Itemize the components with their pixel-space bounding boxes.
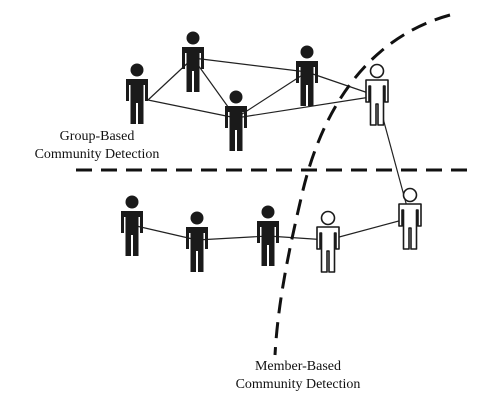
hollow-person-icon — [365, 63, 389, 126]
filled-person-icon — [257, 205, 279, 266]
hollow-person-icon — [316, 210, 340, 273]
member-label-line1: Member-Based — [254, 359, 342, 374]
hollow-person-icon — [398, 187, 422, 250]
group-label-line2: Community Detection — [34, 147, 160, 162]
edge-n1-n3 — [147, 99, 237, 119]
edge-n3-n5 — [235, 95, 378, 119]
filled-person-icon — [182, 31, 204, 92]
group-based-label: Group-Based Community Detection — [22, 128, 172, 164]
edge-n1-n2 — [147, 57, 194, 101]
filled-person-icon — [186, 211, 208, 272]
member-label-line2: Community Detection — [235, 377, 361, 392]
people-nodes — [121, 31, 422, 273]
group-label-line1: Group-Based — [59, 129, 135, 144]
member-boundary-dashed-curve — [273, 13, 451, 356]
member-based-label: Member-Based Community Detection — [218, 358, 378, 394]
filled-person-icon — [121, 195, 143, 256]
edge-n3-n4 — [235, 71, 308, 119]
edge-n2-n4 — [192, 57, 308, 73]
filled-person-icon — [225, 90, 247, 151]
filled-person-icon — [296, 45, 318, 106]
filled-person-icon — [126, 63, 148, 124]
edge-n9-n10 — [327, 217, 411, 241]
edge-n7-n8 — [196, 235, 269, 241]
